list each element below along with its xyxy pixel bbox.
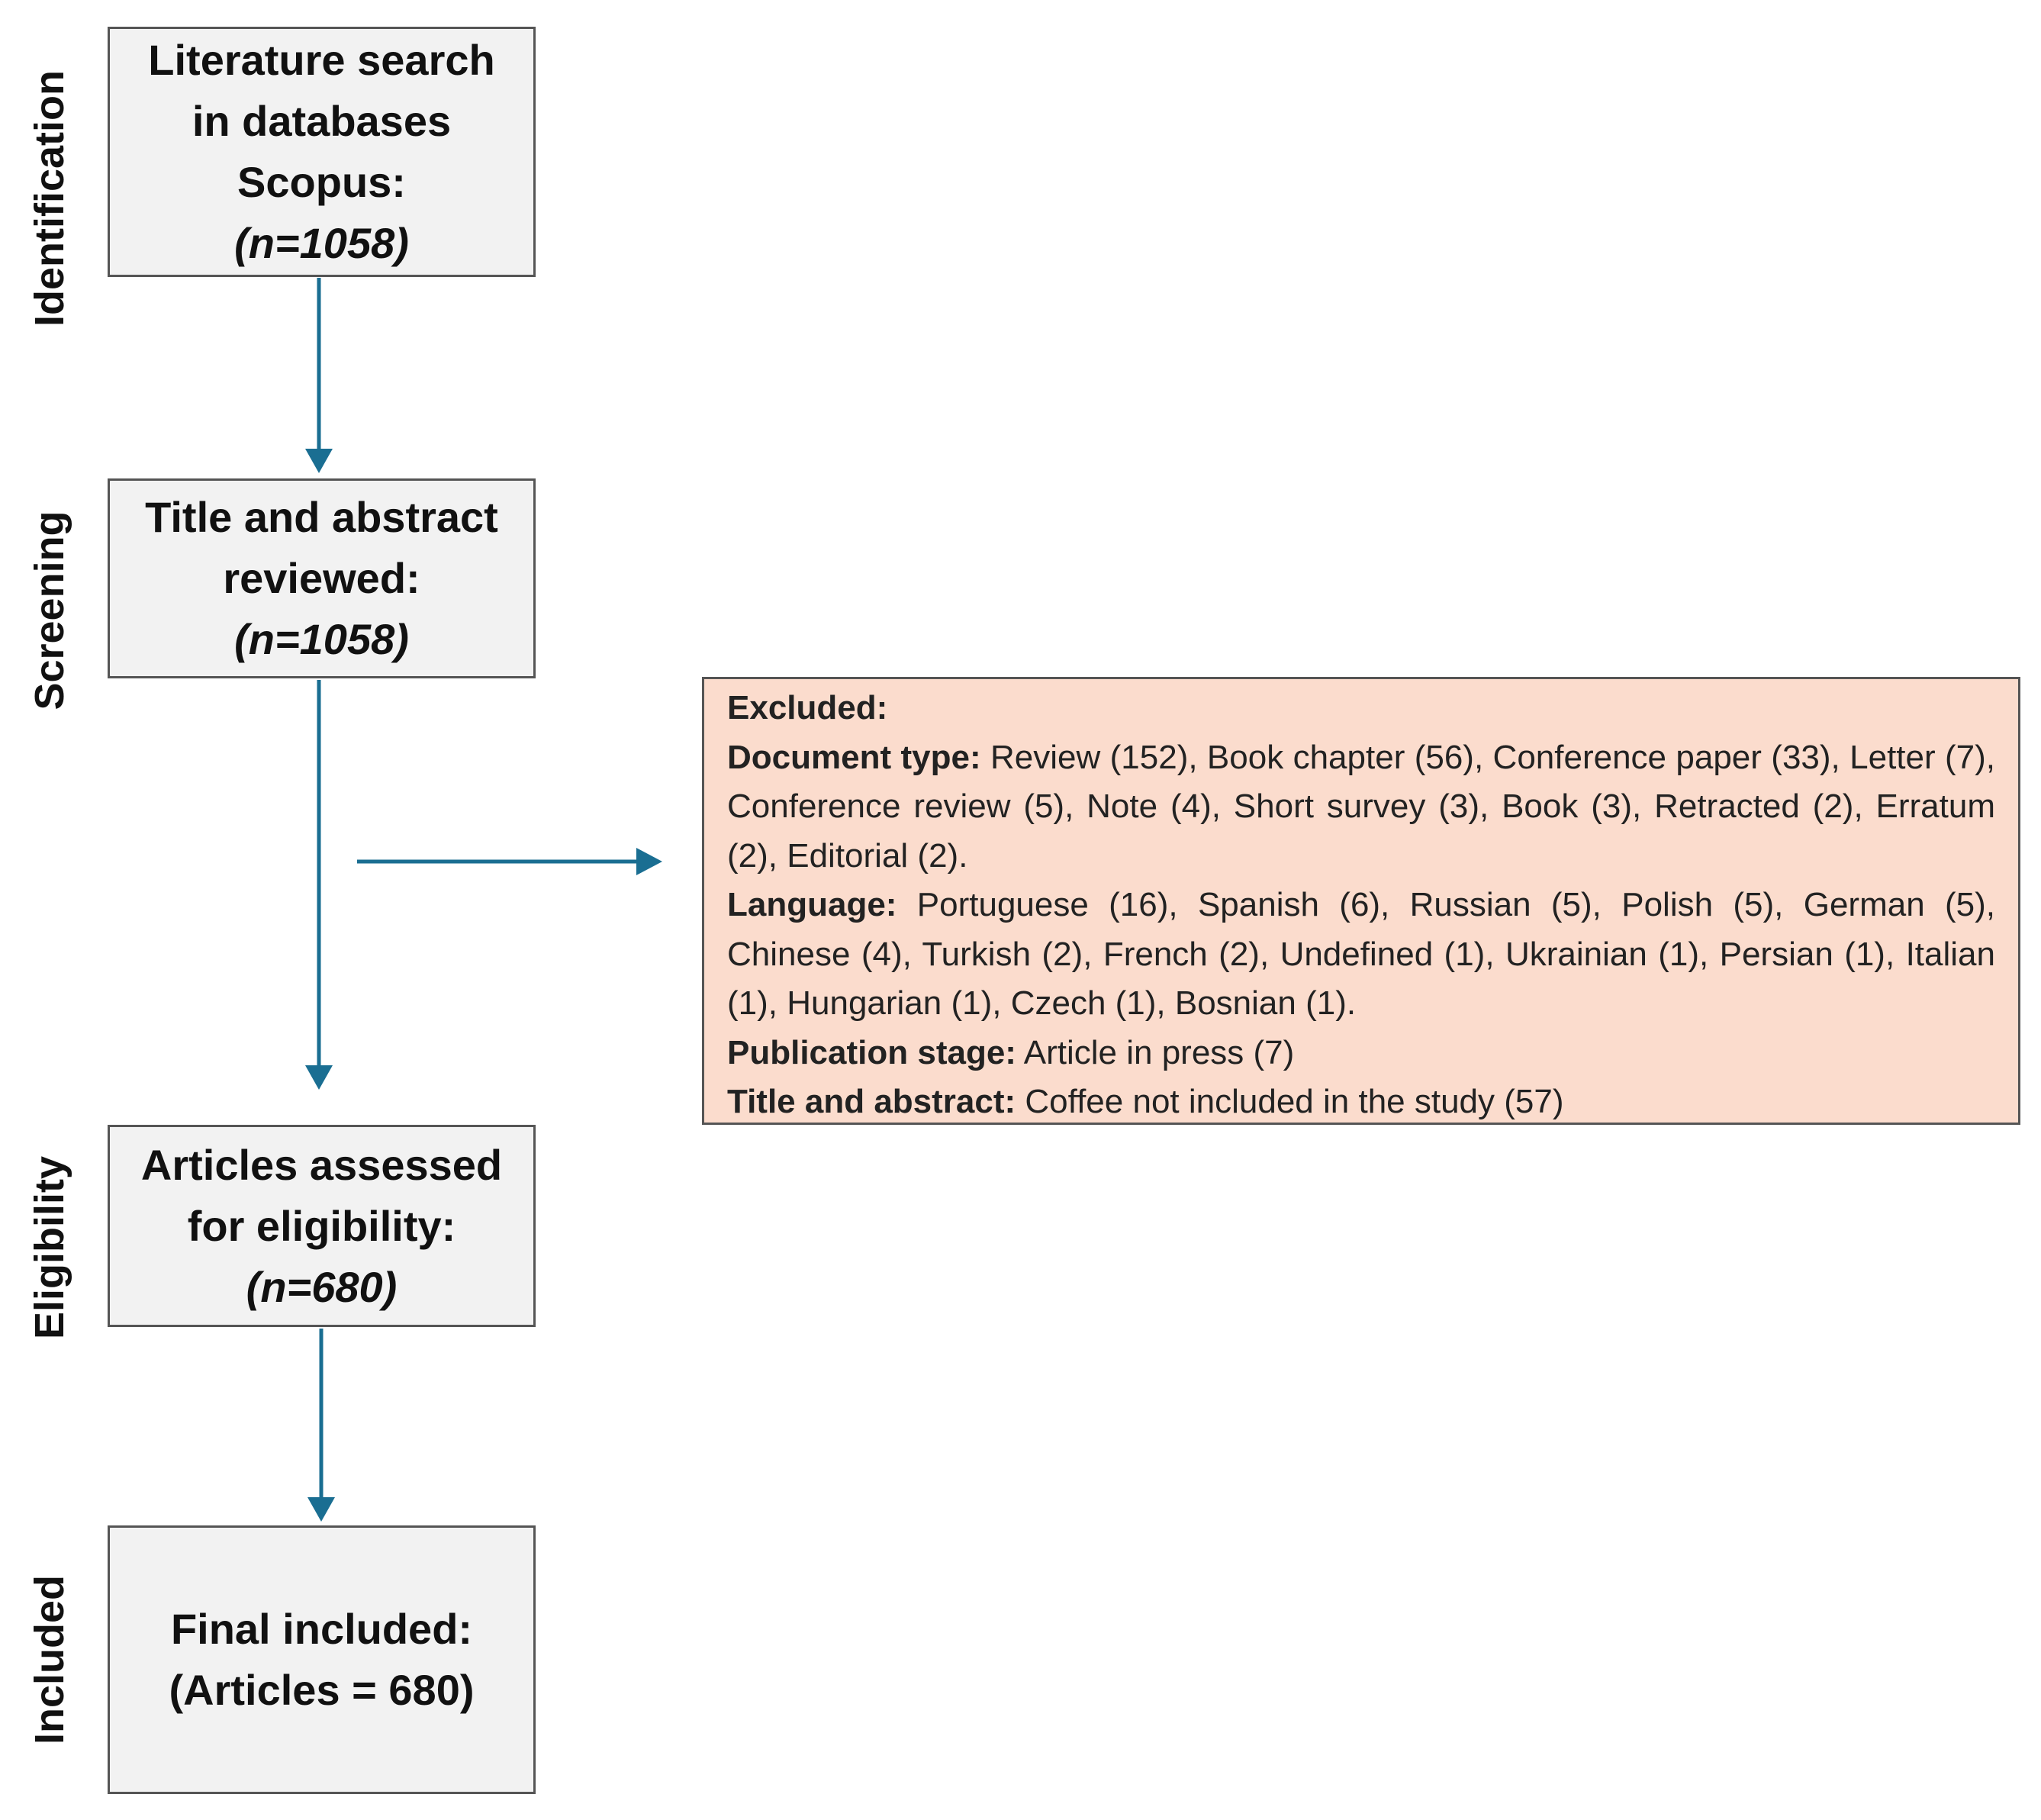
excluded-language: Language: Portuguese (16), Spanish (6), …	[727, 881, 1995, 1029]
arrowhead-identification-to-screening	[305, 449, 333, 473]
excluded-heading-label: Excluded:	[727, 689, 888, 726]
excluded-heading: Excluded:	[727, 684, 1995, 733]
eligibility-box: Articles assessed for eligibility: (n=68…	[108, 1125, 536, 1327]
identification-line1: Literature search	[148, 36, 495, 84]
screening-line1: Title and abstract	[145, 493, 498, 541]
publication-stage-text: Article in press (7)	[1023, 1033, 1295, 1071]
included-line1: Final included:	[170, 1605, 473, 1653]
title-abstract-label: Title and abstract:	[727, 1083, 1016, 1120]
document-type-label: Document type:	[727, 738, 981, 776]
document-type-text: Review (152), Book chapter (56), Confere…	[727, 738, 1995, 875]
included-line2: (Articles = 680)	[169, 1666, 475, 1714]
identification-box: Literature search in databases Scopus: (…	[108, 27, 536, 277]
identification-count: (n=1058)	[234, 219, 409, 267]
excluded-box: Excluded: Document type: Review (152), B…	[702, 677, 2020, 1125]
publication-stage-label: Publication stage:	[727, 1033, 1016, 1071]
arrowhead-to-excluded	[636, 848, 662, 875]
screening-line2: reviewed:	[223, 554, 420, 602]
title-abstract-text: Coffee not included in the study (57)	[1025, 1083, 1564, 1120]
excluded-document-type: Document type: Review (152), Book chapte…	[727, 733, 1995, 881]
eligibility-line1: Articles assessed	[140, 1140, 503, 1189]
identification-line2: in databases	[192, 97, 452, 145]
excluded-title-abstract: Title and abstract: Coffee not included …	[727, 1078, 1995, 1127]
language-label: Language:	[727, 886, 897, 923]
excluded-publication-stage: Publication stage: Article in press (7)	[727, 1029, 1995, 1078]
eligibility-line2: for eligibility:	[187, 1201, 456, 1250]
language-text: Portuguese (16), Spanish (6), Russian (5…	[727, 886, 1995, 1022]
included-box: Final included: (Articles = 680)	[108, 1525, 536, 1794]
arrowhead-eligibility-to-included	[307, 1497, 335, 1522]
identification-line3: Scopus:	[237, 158, 406, 206]
screening-box: Title and abstract reviewed: (n=1058)	[108, 478, 536, 678]
screening-count: (n=1058)	[234, 615, 409, 663]
eligibility-count: (n=680)	[246, 1262, 398, 1311]
arrowhead-screening-to-eligibility	[305, 1065, 333, 1090]
